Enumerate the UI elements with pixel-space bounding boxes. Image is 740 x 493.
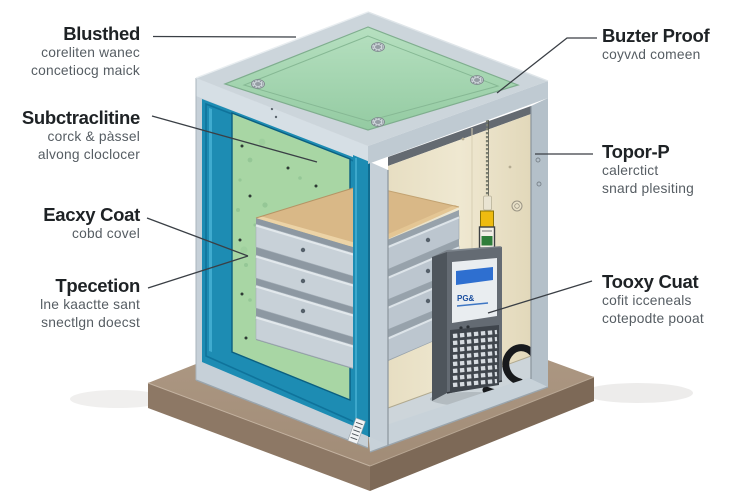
callout-line: concetiocg maick <box>30 62 140 78</box>
device-screen <box>456 267 493 285</box>
leader-tooxy-cuat <box>487 280 593 314</box>
callout-title: Buzter Proof <box>602 25 710 46</box>
spec-sticker <box>347 417 366 445</box>
callout-tooxy-cuat: Tooxy Cuat cofit icceneals cotepodte poo… <box>602 272 704 327</box>
callout-subctraclitine: Subctraclitine corck & pàssel alvong clo… <box>22 108 140 163</box>
callout-line: calerctict <box>602 162 659 178</box>
hanging-tag <box>478 120 496 249</box>
callout-title: Blusthed <box>63 23 140 44</box>
callout-blusthed: Blusthed coreliten wanec concetiocg maic… <box>31 24 140 79</box>
callout-line: cobd covel <box>72 225 140 241</box>
leader-blusthed <box>152 35 297 38</box>
drawer-handles <box>300 237 431 314</box>
leader-eacxy-coat <box>146 217 249 257</box>
callout-line: snard plesiting <box>602 180 694 196</box>
callout-title: Subctraclitine <box>21 107 140 128</box>
callout-eacxy-coat: Eacxy Coat cobd covel <box>43 205 140 243</box>
callout-line: snectlgn doecst <box>41 314 140 330</box>
leader-buzter-proof <box>496 37 597 94</box>
ground-shadow <box>70 383 693 408</box>
leader-subctraclitine <box>151 115 318 163</box>
callout-line: coyvʌd comeen <box>602 46 701 62</box>
callout-title: Topor-P <box>602 141 670 162</box>
callout-title: Eacxy Coat <box>43 204 140 225</box>
wall-emblem <box>511 200 523 212</box>
top-screws <box>251 42 484 127</box>
callout-line: lne kaactte sant <box>40 296 140 312</box>
cabinet-frame-front <box>347 98 549 453</box>
leader-tpecetion <box>147 255 249 289</box>
leader-lines <box>146 35 597 314</box>
callout-line: cofit icceneals <box>602 292 692 308</box>
callout-line: cotepodte pooat <box>602 310 704 326</box>
callout-line: coreliten wanec <box>41 44 140 60</box>
callout-topor-p: Topor-P calerctict snard plesiting <box>602 142 694 197</box>
cabinet-top-panel <box>195 11 549 164</box>
callout-line: corck & pàssel <box>47 128 140 144</box>
callout-tpecetion: Tpecetion lne kaactte sant snectlgn doec… <box>40 276 140 331</box>
front-corner-post <box>353 155 370 437</box>
callout-title: Tooxy Cuat <box>602 271 699 292</box>
device-logo: PG& <box>457 294 475 303</box>
callout-title: Tpecetion <box>55 275 140 296</box>
callout-line: alvong cloclocer <box>37 146 140 162</box>
callout-buzter-proof: Buzter Proof coyvʌd comeen <box>602 25 710 64</box>
